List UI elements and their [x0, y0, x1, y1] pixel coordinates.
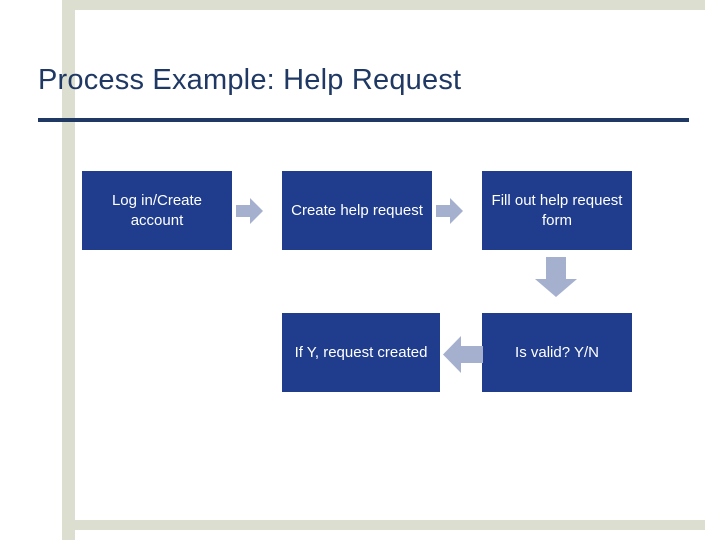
decorative-band-top: [75, 0, 705, 10]
flow-box-label: Log in/Create account: [111, 191, 203, 229]
arrow-right-icon: [436, 198, 463, 224]
flow-box-request-created: If Y, request created: [282, 313, 440, 392]
slide-right-margin: [705, 0, 720, 540]
slide-left-margin: [0, 0, 14, 540]
flow-box-label: Is valid? Y/N: [515, 343, 599, 361]
arrow-down-icon: [535, 257, 577, 297]
flow-box-is-valid: Is valid? Y/N: [482, 313, 632, 392]
arrow-right-icon: [236, 198, 263, 224]
flow-box-label: If Y, request created: [294, 343, 428, 361]
arrow-left-icon: [443, 336, 483, 373]
flow-box-login-create-account: Log in/Create account: [82, 171, 232, 250]
flow-box-fill-out-form: Fill out help request form: [482, 171, 632, 250]
decorative-band-bottom: [75, 520, 705, 530]
page-title: Process Example: Help Request: [38, 64, 462, 96]
title-underline-rule: [38, 118, 689, 122]
flow-box-create-help-request: Create help request: [282, 171, 432, 250]
flow-box-label: Fill out help request form: [491, 191, 623, 229]
decorative-band-left: [62, 0, 75, 540]
flow-box-label: Create help request: [291, 201, 423, 219]
